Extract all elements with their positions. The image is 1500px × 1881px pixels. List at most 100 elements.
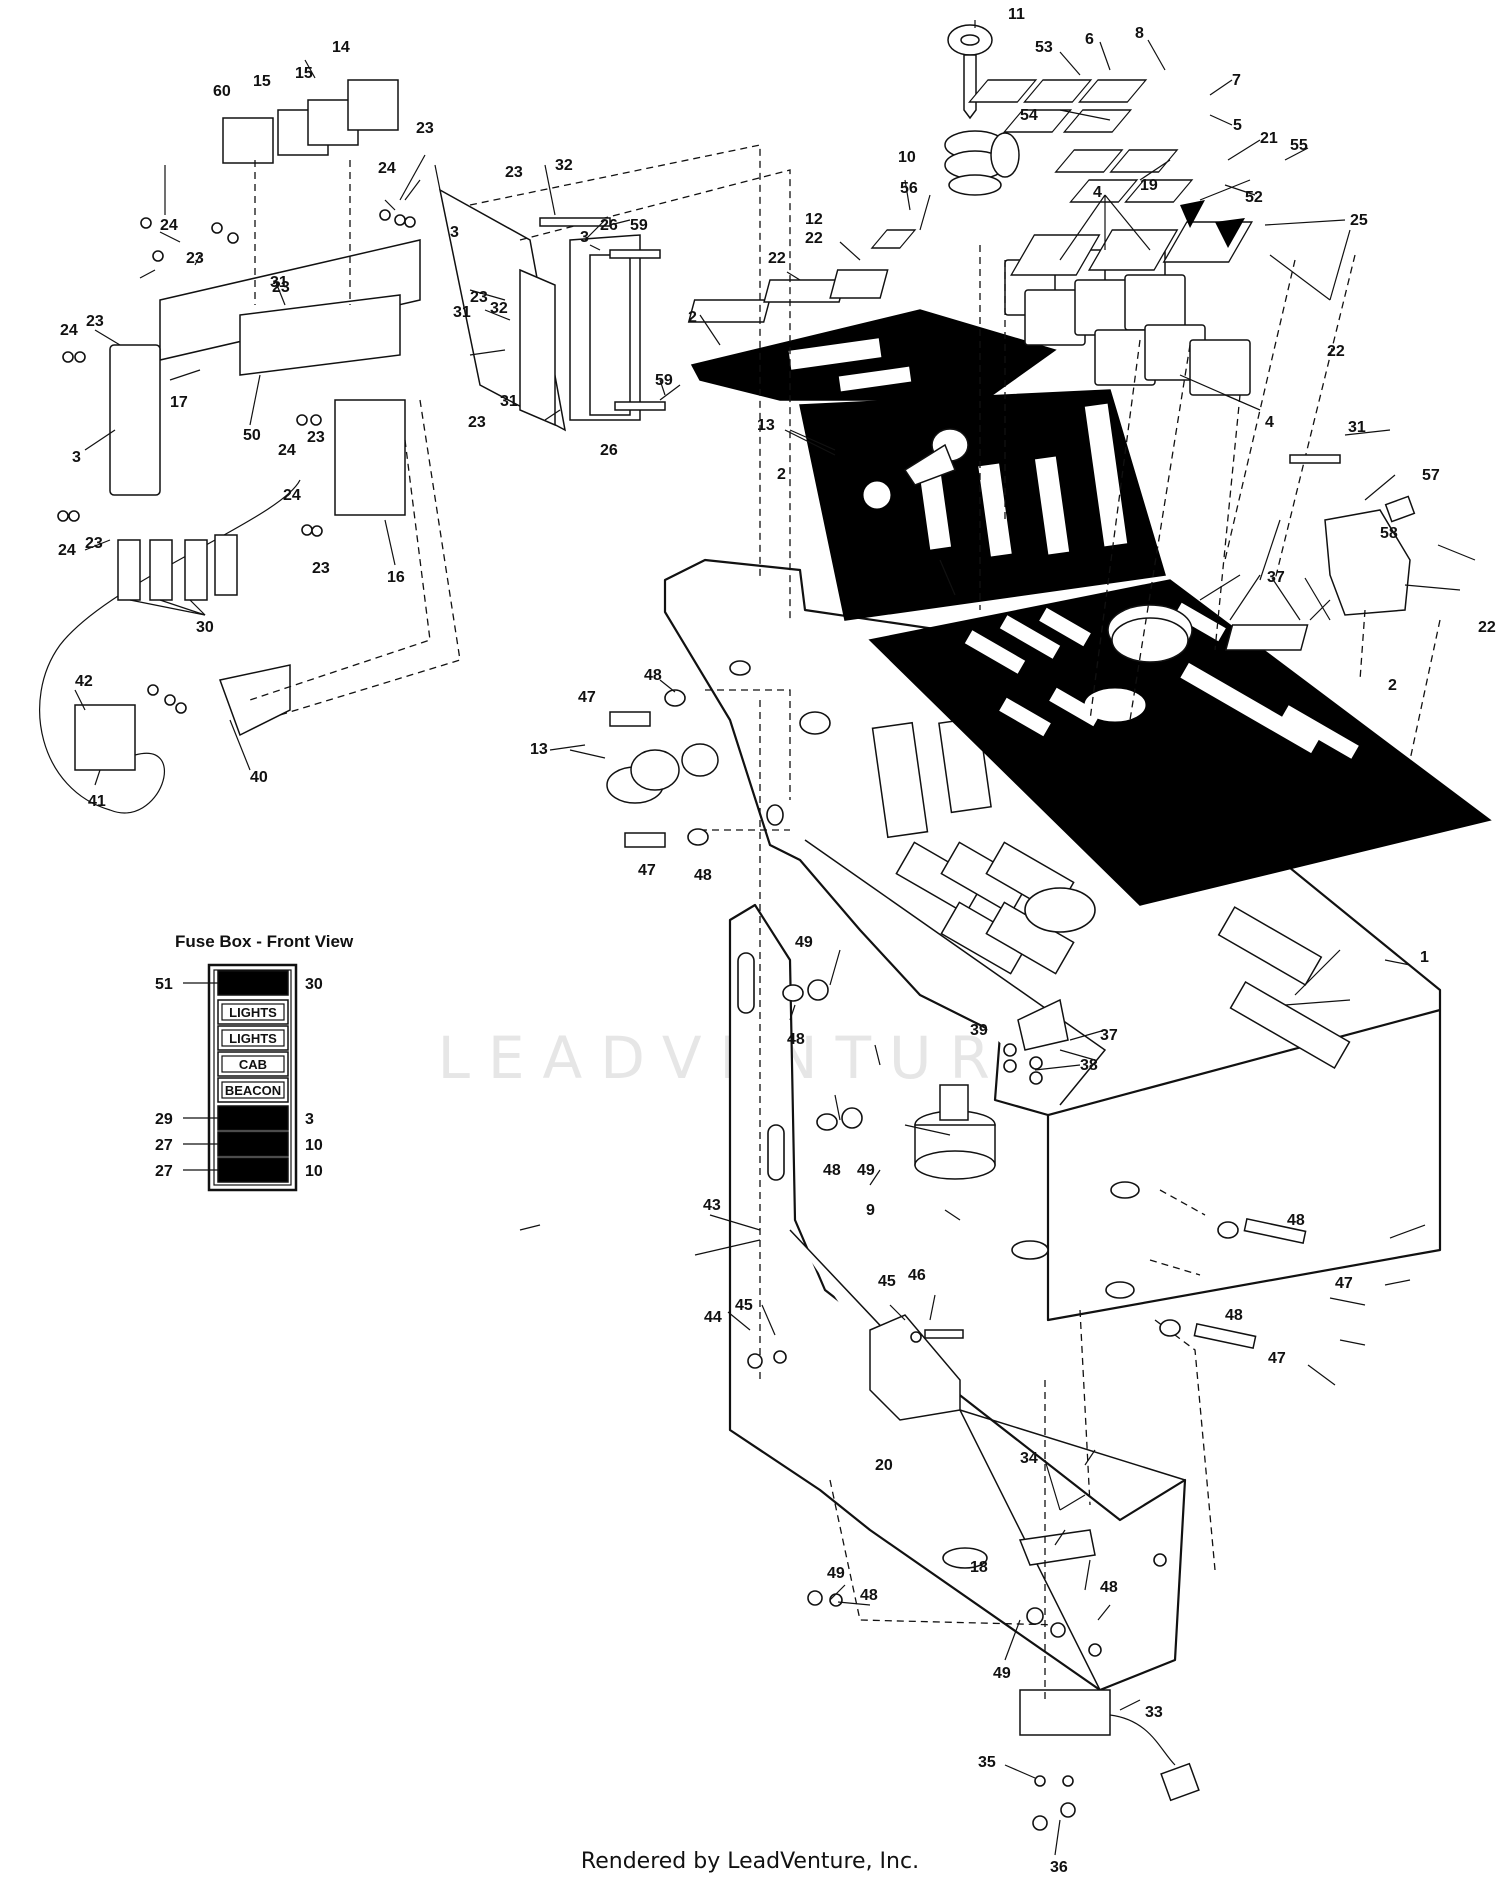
fuse-callout-left: 29: [155, 1111, 173, 1128]
callout-23: 23: [186, 250, 204, 267]
callout-47: 47: [1268, 1350, 1286, 1367]
callout-43: 43: [703, 1197, 721, 1214]
callout-31: 31: [500, 393, 518, 410]
callout-23: 23: [312, 560, 330, 577]
callout-22: 22: [1478, 619, 1496, 636]
callout-36: 36: [1050, 1859, 1068, 1876]
callout-54: 54: [1020, 107, 1038, 124]
panel-lower: [868, 579, 1492, 906]
callout-22: 22: [805, 230, 823, 247]
callout-41: 41: [88, 793, 106, 810]
callout-31: 31: [1348, 419, 1366, 436]
callout-18: 18: [970, 1559, 988, 1576]
fuse-box-title: Fuse Box - Front View: [175, 932, 354, 951]
callout-24: 24: [278, 442, 296, 459]
callout-34: 34: [1020, 1450, 1038, 1467]
callout-38: 38: [1080, 1057, 1098, 1074]
callout-53: 53: [1035, 39, 1053, 56]
fuse-slot-label-frame: [221, 1029, 285, 1047]
callout-13: 13: [757, 417, 775, 434]
callout-3: 3: [450, 224, 459, 241]
callout-47: 47: [638, 862, 656, 879]
switch-caps: [870, 79, 1194, 249]
callout-55: 55: [1290, 137, 1308, 154]
fuse-relay-plate: [39, 79, 641, 814]
callout-22: 22: [1327, 343, 1345, 360]
callout-58: 58: [1380, 525, 1398, 542]
callout-47: 47: [1335, 1275, 1353, 1292]
gauge: [1017, 604, 1193, 1051]
callout-24: 24: [60, 322, 78, 339]
callout-48: 48: [1287, 1212, 1305, 1229]
callout-48: 48: [1225, 1307, 1243, 1324]
callout-47: 47: [578, 689, 596, 706]
fuse-slot-label-frame: [221, 1055, 285, 1073]
bracket-20: [869, 1314, 1096, 1566]
fuse-callout-right: 10: [305, 1137, 323, 1154]
callout-16: 16: [387, 569, 405, 586]
callout-2: 2: [1388, 677, 1397, 694]
callout-12: 12: [805, 211, 823, 228]
callout-32: 32: [490, 300, 508, 317]
fuse-slot-label: LIGHTS: [229, 1031, 277, 1046]
callout-23: 23: [416, 120, 434, 137]
assembly-lines: [249, 144, 1441, 1700]
callout-23: 23: [470, 289, 488, 306]
socket-assembly: [1324, 495, 1416, 616]
hardware: [57, 209, 1341, 1831]
callout-23: 23: [505, 164, 523, 181]
callout-33: 33: [1145, 1704, 1163, 1721]
callout-60: 60: [213, 83, 231, 100]
callout-48: 48: [787, 1031, 805, 1048]
callout-59: 59: [655, 372, 673, 389]
callout-2: 2: [777, 466, 786, 483]
callout-13: 13: [530, 741, 548, 758]
fuse-slot-label-frame: [221, 1003, 285, 1021]
callout-48: 48: [860, 1587, 878, 1604]
callout-49: 49: [795, 934, 813, 951]
panel-top: [690, 309, 1057, 401]
callout-7: 7: [1232, 72, 1241, 89]
callout-50: 50: [243, 427, 261, 444]
callout-9: 9: [866, 1202, 875, 1219]
callout-45: 45: [735, 1297, 753, 1314]
callout-37: 37: [1267, 569, 1285, 586]
callout-4: 4: [1093, 184, 1102, 201]
callout-1: 1: [1420, 949, 1429, 966]
callout-21: 21: [1260, 130, 1278, 147]
callout-14: 14: [332, 39, 350, 56]
callout-48: 48: [644, 667, 662, 684]
callout-15: 15: [253, 73, 271, 90]
fuse-callout-left: 51: [155, 976, 173, 993]
callout-42: 42: [75, 673, 93, 690]
key-switch-9: [914, 1084, 996, 1180]
callout-30: 30: [196, 619, 214, 636]
callout-15: 15: [295, 65, 313, 82]
callout-23: 23: [307, 429, 325, 446]
callout-10: 10: [898, 149, 916, 166]
rocker-switches: [687, 200, 1309, 651]
fuse-slot-label: LIGHTS: [229, 1005, 277, 1020]
fuse-slot-label: CAB: [239, 1057, 267, 1072]
panel-middle: [799, 389, 1166, 621]
callout-24: 24: [58, 542, 76, 559]
callout-49: 49: [857, 1162, 875, 1179]
callout-24: 24: [283, 487, 301, 504]
callout-37: 37: [1100, 1027, 1118, 1044]
callout-labels: 1 2 2 2 2 3 3 3 4 4 5 6 7 8 9 10 11 12 1…: [58, 6, 1496, 1876]
callout-23: 23: [85, 535, 103, 552]
fuse-callout-right: 10: [305, 1163, 323, 1180]
callout-26: 26: [600, 442, 618, 459]
callout-4: 4: [1265, 414, 1274, 431]
hour-meter: [1019, 1689, 1200, 1802]
console-body: [663, 558, 1442, 1322]
callout-48: 48: [823, 1162, 841, 1179]
callout-31: 31: [453, 304, 471, 321]
callout-24: 24: [378, 160, 396, 177]
callout-25: 25: [1350, 212, 1368, 229]
callout-17: 17: [170, 394, 188, 411]
callout-45: 45: [878, 1273, 896, 1290]
callout-3: 3: [72, 449, 81, 466]
